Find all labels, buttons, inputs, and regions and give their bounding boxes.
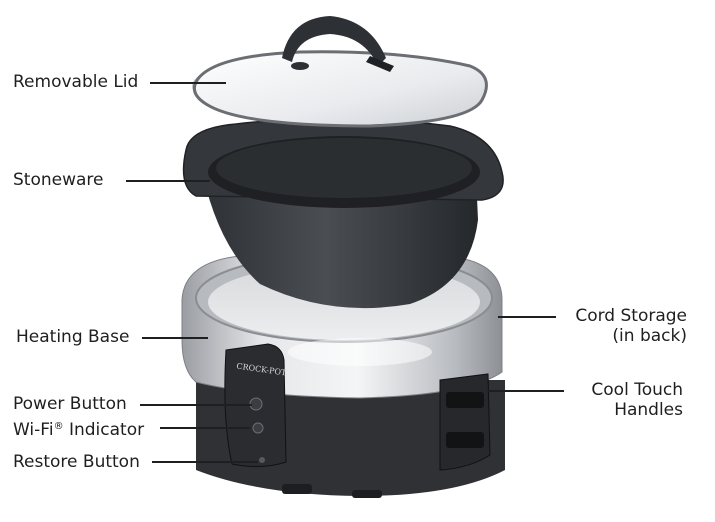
restore-button[interactable] [259,457,265,463]
label-stoneware: Stoneware [13,170,104,190]
label-removable-lid: Removable Lid [13,72,139,92]
cool-touch-line2: Handles [614,400,683,420]
label-restore-button: Restore Button [13,452,140,472]
label-cord-storage: Cord Storage (in back) [575,306,687,346]
control-panel: CROCK-POT [224,343,288,468]
leader-removable-lid [150,82,226,84]
removable-lid [192,16,488,128]
label-heating-base: Heating Base [16,327,130,347]
leader-power-button [140,404,252,406]
leader-heating-base [142,337,208,339]
stoneware [182,117,504,309]
leader-cord-storage [498,316,556,318]
indicator-text: Indicator [63,420,145,440]
cord-storage-line1: Cord Storage [575,306,687,326]
label-power-button: Power Button [13,394,127,414]
label-cool-touch-handles: Cool Touch Handles [591,380,683,420]
label-wifi-indicator: Wi-Fi® Indicator [13,417,144,440]
wifi-indicator [252,422,264,434]
cord-storage-line2: (in back) [612,326,687,346]
cool-touch-line1: Cool Touch [591,380,683,400]
registered-mark: ® [53,421,64,432]
leader-cool-touch [488,390,564,392]
leader-stoneware [126,180,210,182]
cool-touch-handle [439,373,491,471]
leader-restore-button [152,461,258,463]
leader-wifi-indicator [160,427,250,429]
wifi-text: Wi-Fi [13,420,54,440]
